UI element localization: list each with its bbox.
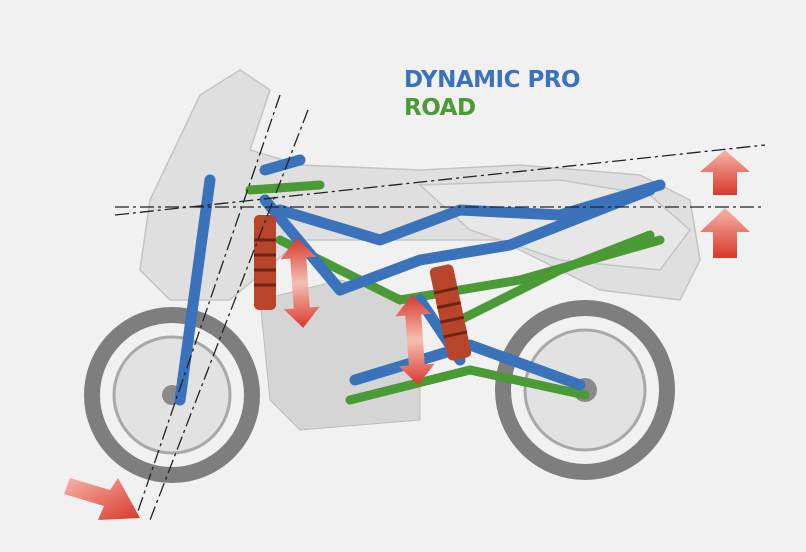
frame-road xyxy=(245,180,665,405)
trail-arrow xyxy=(64,478,140,520)
legend-dynamic-pro: DYNAMIC PRO xyxy=(404,67,581,93)
travel-arrow-front xyxy=(280,238,320,328)
rise-arrow-lower xyxy=(700,208,750,258)
legend-road: ROAD xyxy=(404,95,476,121)
front-shock xyxy=(254,215,276,310)
front-wheel xyxy=(84,307,260,483)
rear-wheel xyxy=(495,300,675,480)
mode-legend: DYNAMIC PRO ROAD xyxy=(404,66,581,122)
geometry-lines xyxy=(114,94,766,521)
frame-dynamic-pro xyxy=(174,154,666,406)
rise-arrow-upper xyxy=(700,150,750,195)
rear-shock xyxy=(429,264,472,361)
travel-arrow-rear xyxy=(395,295,435,385)
